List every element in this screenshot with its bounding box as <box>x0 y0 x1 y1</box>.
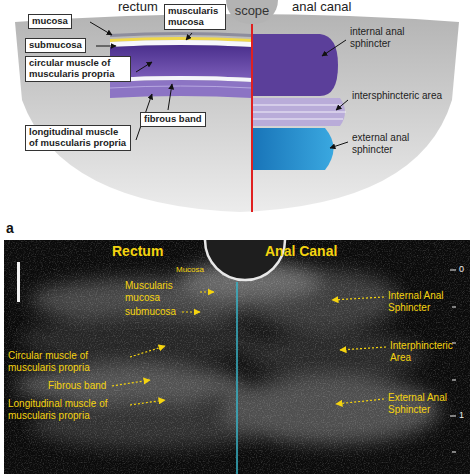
layer-label: Mucosa <box>176 265 204 274</box>
layer-label: Interphincteric Area <box>390 340 470 363</box>
layer-label-box: mucosa <box>28 14 72 29</box>
box-text: scope <box>226 4 278 18</box>
box-text: longitudinal muscle of muscularis propri… <box>29 127 127 149</box>
layer-label-box: circular muscle of muscularis propria <box>25 56 131 82</box>
box-text: muscularis mucosa <box>168 6 222 28</box>
layer-label-box: muscularis mucosa <box>164 4 226 30</box>
region-label: rectum <box>118 0 158 15</box>
layer-label: Longitudinal muscle of muscularis propri… <box>8 398 126 421</box>
region-label: Rectum <box>112 243 163 259</box>
layer-label: intersphincteric area <box>352 90 444 102</box>
layer-label: submucosa <box>125 306 176 318</box>
scale-number: 1 <box>459 410 464 420</box>
panel-letter: a <box>6 220 14 236</box>
region-label: Anal Canal <box>265 243 337 259</box>
layer-label: internal anal sphincter <box>350 26 442 49</box>
box-text: fibrous band <box>144 114 202 125</box>
layer-label-box: longitudinal muscle of muscularis propri… <box>25 125 131 151</box>
layer-label: Fibrous band <box>48 380 106 392</box>
box-text: circular muscle of muscularis propria <box>29 58 127 80</box>
layer-label: Circular muscle of muscularis propria <box>8 350 126 373</box>
layer-label-box: submucosa <box>25 38 86 53</box>
layer-label: Internal Anal Sphincter <box>388 290 468 313</box>
box-text: mucosa <box>32 16 68 27</box>
scale-number: 0 <box>459 264 464 274</box>
layer-label: Muscularis mucosa <box>125 280 197 303</box>
region-label: anal canal <box>292 0 351 15</box>
layer-label: External Anal Sphincter <box>388 392 468 415</box>
layer-label-box: fibrous band <box>140 112 206 127</box>
box-text: submucosa <box>29 40 82 51</box>
layer-label: external anal sphincter <box>352 132 444 155</box>
